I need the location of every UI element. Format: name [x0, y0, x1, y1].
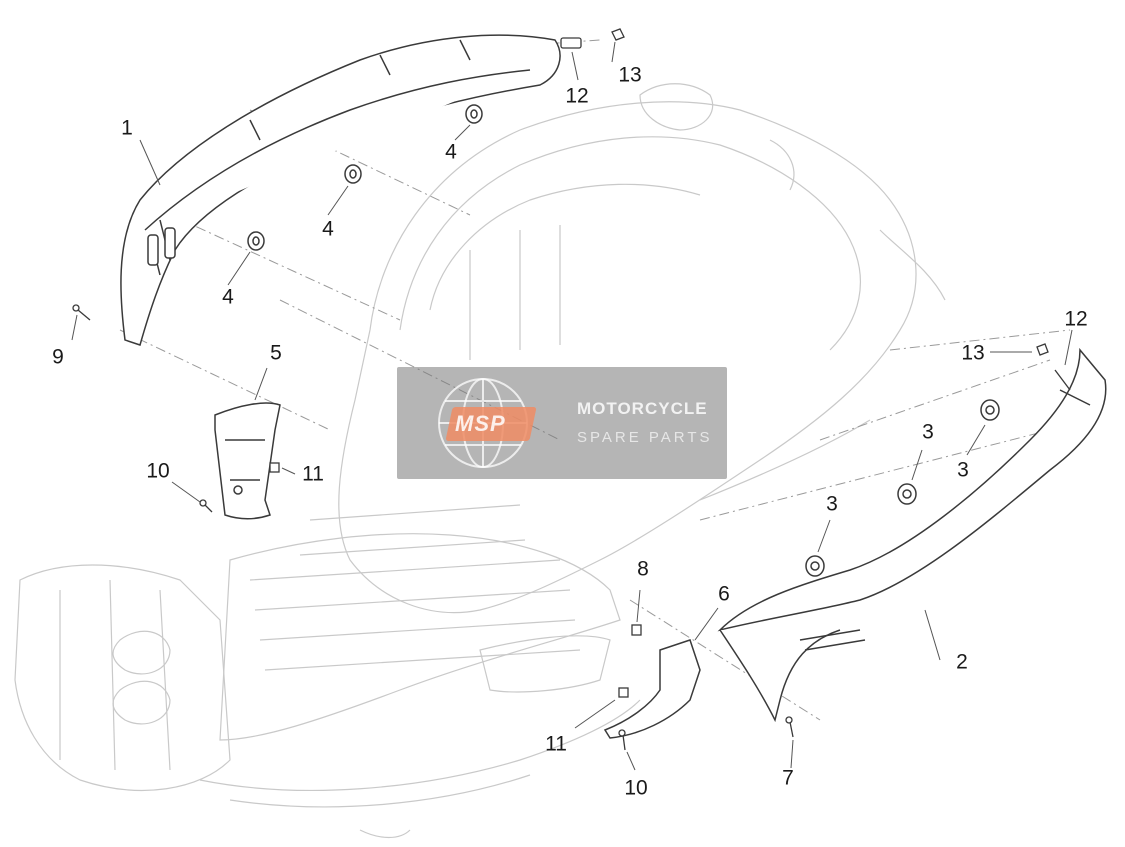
callout-13b: 13 — [961, 341, 985, 365]
watermark-subtitle: SPARE PARTS — [577, 429, 713, 446]
callout-3b: 3 — [922, 420, 934, 444]
callout-3c: 3 — [957, 458, 969, 482]
callout-4c: 4 — [445, 140, 457, 164]
scooter-frame-outline — [14, 83, 946, 839]
part-6-right-bracket — [603, 639, 701, 739]
callout-11b: 11 — [545, 732, 567, 756]
callout-leader-lines — [71, 41, 1073, 771]
callout-4a: 4 — [222, 285, 234, 309]
watermark-banner: MSP MOTORCYCLE SPARE PARTS — [397, 367, 727, 479]
grommets — [247, 104, 1000, 577]
callout-3a: 3 — [826, 492, 838, 516]
part-2-right-side-panel — [717, 347, 1107, 723]
callout-8: 8 — [637, 557, 649, 581]
callout-12b: 12 — [1064, 307, 1088, 331]
callout-4b: 4 — [322, 217, 334, 241]
callout-2: 2 — [956, 650, 968, 674]
callout-1: 1 — [121, 116, 133, 140]
callout-9: 9 — [52, 345, 64, 369]
callout-11a: 11 — [302, 462, 324, 486]
watermark-title: MOTORCYCLE — [577, 399, 708, 418]
watermark-logo-text: MSP — [455, 411, 506, 436]
part-5-left-bracket — [214, 402, 281, 520]
callout-10b: 10 — [624, 776, 648, 800]
callout-12a: 12 — [565, 84, 589, 108]
callout-10a: 10 — [146, 459, 170, 483]
callout-5: 5 — [270, 341, 282, 365]
callout-13a: 13 — [618, 63, 642, 87]
callout-6: 6 — [718, 582, 730, 606]
part-1-left-side-panel — [120, 34, 561, 346]
callout-7: 7 — [782, 766, 794, 790]
hardware-fasteners — [72, 28, 1071, 751]
